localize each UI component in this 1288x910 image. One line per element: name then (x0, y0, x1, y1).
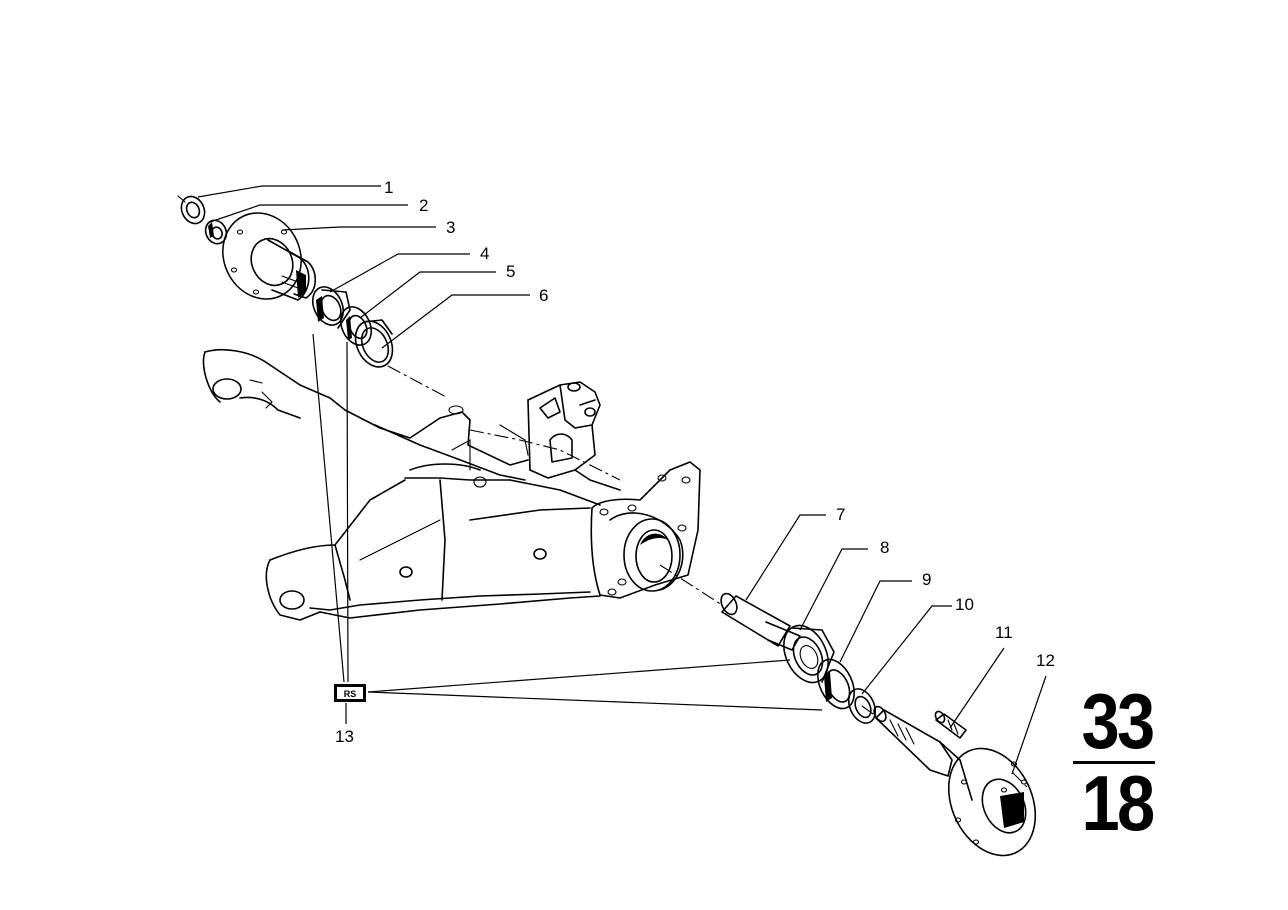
part-9-shaft-seal (817, 658, 855, 710)
assembly-center-lines (387, 365, 1031, 791)
callout-4: 4 (480, 244, 489, 263)
callout-11: 11 (995, 623, 1013, 642)
repair-set-label: RS (344, 689, 357, 699)
part-2-thrust-washer (204, 219, 228, 245)
repair-set-symbol: RS (334, 684, 366, 702)
group-number-main: 33 (1081, 677, 1155, 765)
part-3-drive-flange (222, 212, 317, 301)
callout-12: 12 (1036, 651, 1055, 670)
callout-2: 2 (419, 196, 428, 215)
part-11-wheel-bolt (934, 710, 967, 739)
group-number-divider (1073, 761, 1155, 764)
callout-8: 8 (880, 538, 889, 557)
part-4-ball-bearing (311, 286, 351, 329)
callout-1: 1 (384, 178, 393, 197)
part-12-output-shaft (873, 705, 1037, 857)
callout-5: 5 (506, 262, 515, 281)
callout-9: 9 (922, 570, 931, 589)
leader-lines (197, 185, 1047, 775)
part-5-spacer-ring (339, 306, 373, 346)
callout-7: 7 (836, 505, 845, 524)
left-hub-assembly (177, 195, 394, 368)
part-8-ball-bearing (783, 624, 835, 684)
part-10-spacer-ring (847, 688, 877, 724)
right-shaft-assembly (720, 592, 1037, 857)
part-1-collar-nut (177, 195, 206, 225)
callout-3: 3 (446, 218, 455, 237)
part-7-spacer-sleeve (720, 592, 801, 651)
rear-axle-carrier (202, 349, 701, 621)
callout-13: 13 (335, 727, 354, 746)
group-number-sub: 18 (1081, 759, 1155, 847)
callout-6: 6 (539, 286, 548, 305)
part-6-shaft-seal (354, 319, 394, 368)
callout-10: 10 (955, 595, 974, 614)
callout-labels: 1 2 3 4 5 6 7 8 9 10 11 12 13 (335, 178, 1055, 746)
